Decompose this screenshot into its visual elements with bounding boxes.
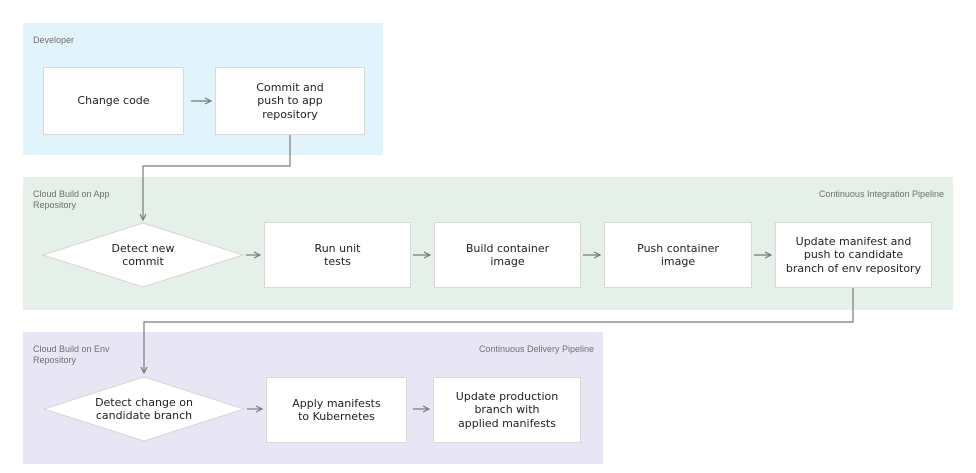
lane-cd-label: Cloud Build on Env Repository [33,344,110,366]
ci-pipeline-label: Continuous Integration Pipeline [818,189,944,199]
cd-pipeline-label: Continuous Delivery Pipeline [478,344,594,354]
node-push-container-image: Push container image [604,222,752,288]
node-build-container-image: Build container image [434,222,581,288]
node-run-unit-tests: Run unit tests [264,222,411,288]
lane-ci-label: Cloud Build on App Repository [33,189,110,211]
decision-detect-change-label: Detect change on candidate branch [95,395,193,422]
lane-developer-label: Developer [33,35,75,45]
node-update-manifest: Update manifest and push to candidate br… [775,222,932,288]
node-apply-manifests: Apply manifests to Kubernetes [266,377,407,443]
node-update-production: Update production branch with applied ma… [433,377,581,443]
decision-detect-new-commit-label: Detect new commit [111,241,175,268]
node-commit-push: Commit and push to app repository [215,67,365,135]
node-change-code: Change code [43,67,184,135]
